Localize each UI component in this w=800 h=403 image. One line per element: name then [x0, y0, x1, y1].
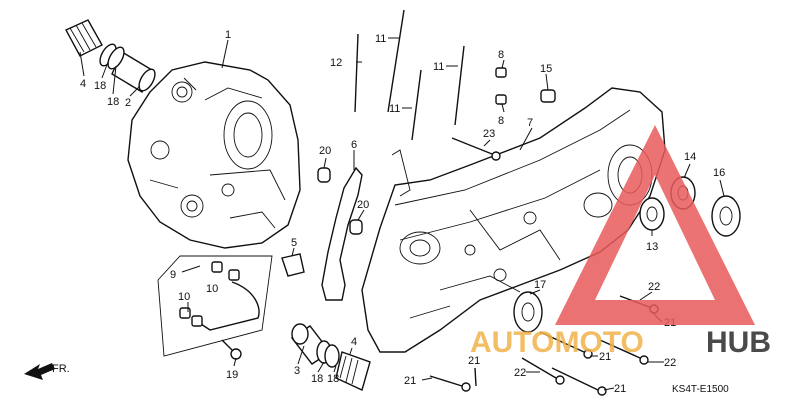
o-ring-18-d — [324, 344, 340, 368]
filter-part-4-bottom — [335, 351, 371, 391]
callout-19: 19 — [226, 369, 238, 381]
callout-11-b: 11 — [389, 103, 400, 115]
clip-part-5 — [281, 253, 305, 277]
callout-5: 5 — [291, 237, 297, 249]
watermark-text-left: AUTOMOTO — [470, 326, 644, 359]
stud-11-c — [454, 45, 465, 126]
callout-18-a: 18 — [94, 80, 106, 92]
dowel-20-b — [349, 219, 363, 235]
callout-2: 2 — [125, 97, 131, 109]
bolt-head-5 — [597, 386, 607, 396]
callout-23: 23 — [483, 128, 495, 140]
o-ring-18-b — [107, 46, 125, 70]
bolt-21-b — [551, 367, 599, 391]
callout-21-e: 21 — [614, 383, 626, 395]
front-direction-arrow: FR. — [24, 363, 70, 380]
callout-4-top: 4 — [80, 78, 86, 90]
diagram-code: KS4T-E1500 — [672, 384, 729, 395]
watermark: AUTOMOTO HUB — [470, 125, 771, 359]
bolt-head-6 — [461, 382, 471, 392]
bolt-21-d — [474, 367, 477, 387]
crankcase-cover-left — [127, 61, 301, 249]
callout-13: 13 — [646, 241, 658, 253]
clamp-10-d — [191, 315, 203, 327]
callout-18-c: 18 — [311, 373, 323, 385]
stud-11-b — [411, 69, 422, 141]
bolt-22-b — [599, 339, 641, 359]
callout-11-a: 11 — [375, 33, 386, 45]
callout-9: 9 — [170, 269, 176, 281]
callout-3: 3 — [294, 365, 300, 377]
callout-22-b: 22 — [664, 357, 676, 369]
bolt-head-4 — [555, 375, 565, 385]
clamp-10-b — [228, 269, 240, 281]
leader-lines — [79, 37, 725, 391]
callout-20-b: 20 — [357, 199, 369, 211]
seal-17 — [513, 291, 543, 333]
callout-22-c: 22 — [514, 367, 526, 379]
callout-4-bottom: 4 — [351, 336, 357, 348]
bearing-13 — [639, 197, 665, 231]
bolt-19-head — [230, 348, 242, 360]
callout-10-a: 10 — [206, 283, 218, 295]
bolt-21-c — [429, 375, 463, 387]
callout-7: 7 — [527, 117, 533, 129]
hose-assembly-9 — [157, 255, 273, 357]
tube-part-3-end — [291, 323, 309, 345]
gasket-part-6 — [321, 166, 363, 301]
watermark-text-right: HUB — [706, 326, 771, 359]
callout-18-d: 18 — [327, 373, 339, 385]
callout-8-b: 8 — [498, 115, 504, 127]
bolt-23-head — [491, 151, 501, 161]
filter-part-4-top — [65, 19, 103, 57]
callout-numbers: 1 2 3 4 4 5 6 7 8 8 9 10 10 11 11 11 12 … — [80, 29, 725, 395]
callout-21-c: 21 — [599, 351, 611, 363]
callout-10-b: 10 — [178, 291, 190, 303]
dowel-20-a — [317, 167, 331, 183]
callout-15: 15 — [540, 63, 552, 75]
nut-8-a — [495, 67, 507, 78]
callout-14: 14 — [684, 151, 696, 163]
front-label: FR. — [52, 363, 70, 375]
callout-21-b: 21 — [468, 355, 480, 367]
bearing-16 — [711, 195, 741, 237]
callout-20-a: 20 — [319, 145, 331, 157]
callout-16: 16 — [713, 167, 725, 179]
callout-8-a: 8 — [498, 49, 504, 61]
nut-8-b — [495, 94, 507, 105]
bolt-23 — [451, 137, 493, 155]
callout-12: 12 — [330, 57, 342, 69]
callout-18-b: 18 — [107, 96, 119, 108]
cap-15 — [540, 89, 556, 103]
bolt-head-3 — [639, 355, 649, 365]
callout-21-a: 21 — [404, 375, 416, 387]
callout-22-a: 22 — [648, 281, 660, 293]
callout-17: 17 — [534, 279, 546, 291]
bolt-22-c — [521, 357, 557, 379]
callout-1: 1 — [225, 29, 231, 41]
callout-6: 6 — [351, 139, 357, 151]
clamp-10-a — [211, 261, 223, 273]
watermark-triangle-icon — [555, 125, 755, 325]
stud-11-a — [387, 9, 405, 113]
stud-12 — [354, 33, 359, 113]
callout-11-c: 11 — [433, 61, 444, 73]
bolt-21-a — [539, 331, 585, 353]
